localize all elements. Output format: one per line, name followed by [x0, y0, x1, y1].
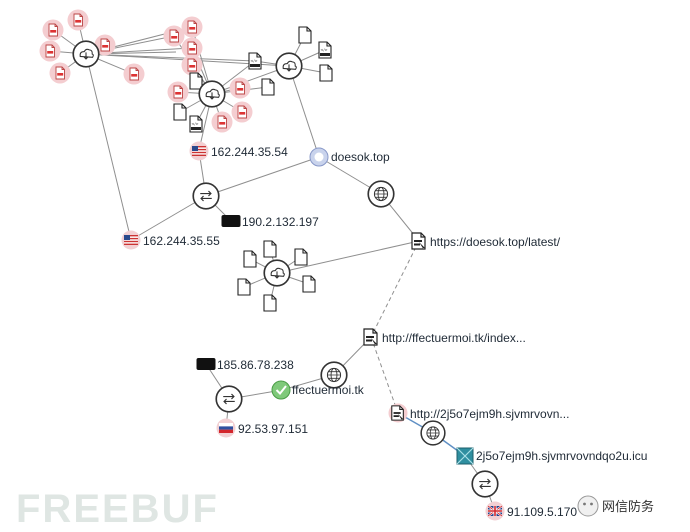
ip-node-190-2-132-197[interactable]: 190.2.132.197	[221, 215, 320, 229]
file-icon	[181, 54, 203, 76]
domain-node-doesok[interactable]: doesok.top	[309, 147, 390, 167]
file-icon	[231, 101, 253, 123]
globe-hub-icon[interactable]	[367, 180, 395, 208]
file-icon	[319, 64, 333, 82]
ip-label: 185.86.78.238	[217, 358, 294, 372]
domain-label: 2j5o7ejm9h.sjvmrvovndqo2u.icu	[476, 449, 647, 463]
url-node-doesok-latest[interactable]: https://doesok.top/latest/	[411, 232, 561, 250]
html-file-icon	[248, 52, 262, 70]
domain-label: ffectuermoi.tk	[292, 383, 365, 397]
url-label: https://doesok.top/latest/	[430, 235, 561, 249]
resolution-hub-icon[interactable]	[192, 182, 220, 210]
file-icon	[49, 62, 71, 84]
file-icon	[243, 250, 257, 268]
ip-node-91-109-5-170[interactable]: 91.109.5.170	[485, 501, 578, 521]
file-icon	[42, 19, 64, 41]
file-icon	[263, 240, 277, 258]
file-icon	[163, 25, 185, 47]
file-icon	[261, 78, 275, 96]
brand-text: 网信防务	[602, 499, 654, 515]
resolution-hub-icon[interactable]	[471, 470, 499, 498]
ip-label: 162.244.35.54	[211, 145, 288, 159]
resolution-hub-icon[interactable]	[215, 385, 243, 413]
domain-node-ffectuermoi[interactable]: ffectuermoi.tk	[271, 380, 365, 400]
file-icon	[181, 16, 203, 38]
url-label: http://ffectuermoi.tk/index...	[382, 331, 526, 345]
file-icon	[189, 72, 203, 90]
file-icon	[294, 248, 308, 266]
download-hub-icon[interactable]	[198, 80, 226, 108]
us-flag-icon	[121, 230, 141, 250]
redacted-flag-icon	[196, 358, 216, 370]
file-icon	[123, 63, 145, 85]
redacted-flag-icon	[221, 215, 241, 227]
ip-label: 162.244.35.55	[143, 234, 220, 248]
ip-node-162-244-35-54[interactable]: 162.244.35.54	[189, 141, 289, 161]
file-icon	[39, 40, 61, 62]
download-hub-icon[interactable]	[275, 52, 303, 80]
url-label: http://2j5o7ejm9h.sjvmrvovn...	[410, 407, 569, 421]
ip-label: 92.53.97.151	[238, 422, 308, 436]
ru-flag-icon	[216, 418, 236, 438]
file-icon	[229, 77, 251, 99]
file-icon	[167, 81, 189, 103]
wechat-icon	[577, 495, 599, 517]
file-icon	[263, 294, 277, 312]
file-icon	[211, 111, 233, 133]
ip-node-185-86-78-238[interactable]: 185.86.78.238	[196, 358, 295, 372]
domain-node-2j5o7ejm9h[interactable]: 2j5o7ejm9h.sjvmrvovndqo2u.icu	[456, 447, 647, 465]
ip-node-92-53-97-151[interactable]: 92.53.97.151	[216, 418, 309, 438]
watermark-text: FREEBUF	[16, 487, 219, 531]
file-icon	[302, 275, 316, 293]
check-mark	[275, 385, 287, 395]
file-cluster-top-middle	[163, 16, 275, 133]
url-icon	[411, 232, 426, 250]
html-file-icon	[189, 115, 203, 133]
freebuf-watermark: FREEBUF	[16, 487, 219, 531]
file-icon	[67, 9, 89, 31]
us-flag-icon	[189, 141, 209, 161]
uk-flag-icon	[485, 501, 505, 521]
file-icon	[298, 26, 312, 44]
ip-label: 190.2.132.197	[242, 215, 319, 229]
ip-node-162-244-35-55[interactable]: 162.244.35.55	[121, 230, 221, 250]
file-icon	[237, 278, 251, 296]
check-icon	[271, 380, 291, 400]
domain-icon-mark	[456, 447, 474, 465]
file-icon	[173, 103, 187, 121]
ip-label: 91.109.5.170	[507, 505, 577, 519]
url-icon	[391, 405, 404, 421]
url-icon	[363, 328, 378, 346]
url-node-2j5o7ejm9h[interactable]: http://2j5o7ejm9h.sjvmrvovn...	[388, 403, 570, 423]
domain-icon-center	[314, 152, 324, 162]
wechat-eye	[590, 502, 593, 506]
wechat-eye	[583, 502, 586, 506]
globe-hub-icon[interactable]	[420, 420, 446, 446]
brand-watermark: 网信防务	[577, 495, 654, 517]
html-file-icon	[318, 41, 332, 59]
download-hub-icon[interactable]	[72, 40, 100, 68]
url-node-ffectuermoi[interactable]: http://ffectuermoi.tk/index...	[363, 328, 526, 346]
download-hub-icon[interactable]	[263, 259, 291, 287]
domain-label: doesok.top	[331, 150, 390, 164]
